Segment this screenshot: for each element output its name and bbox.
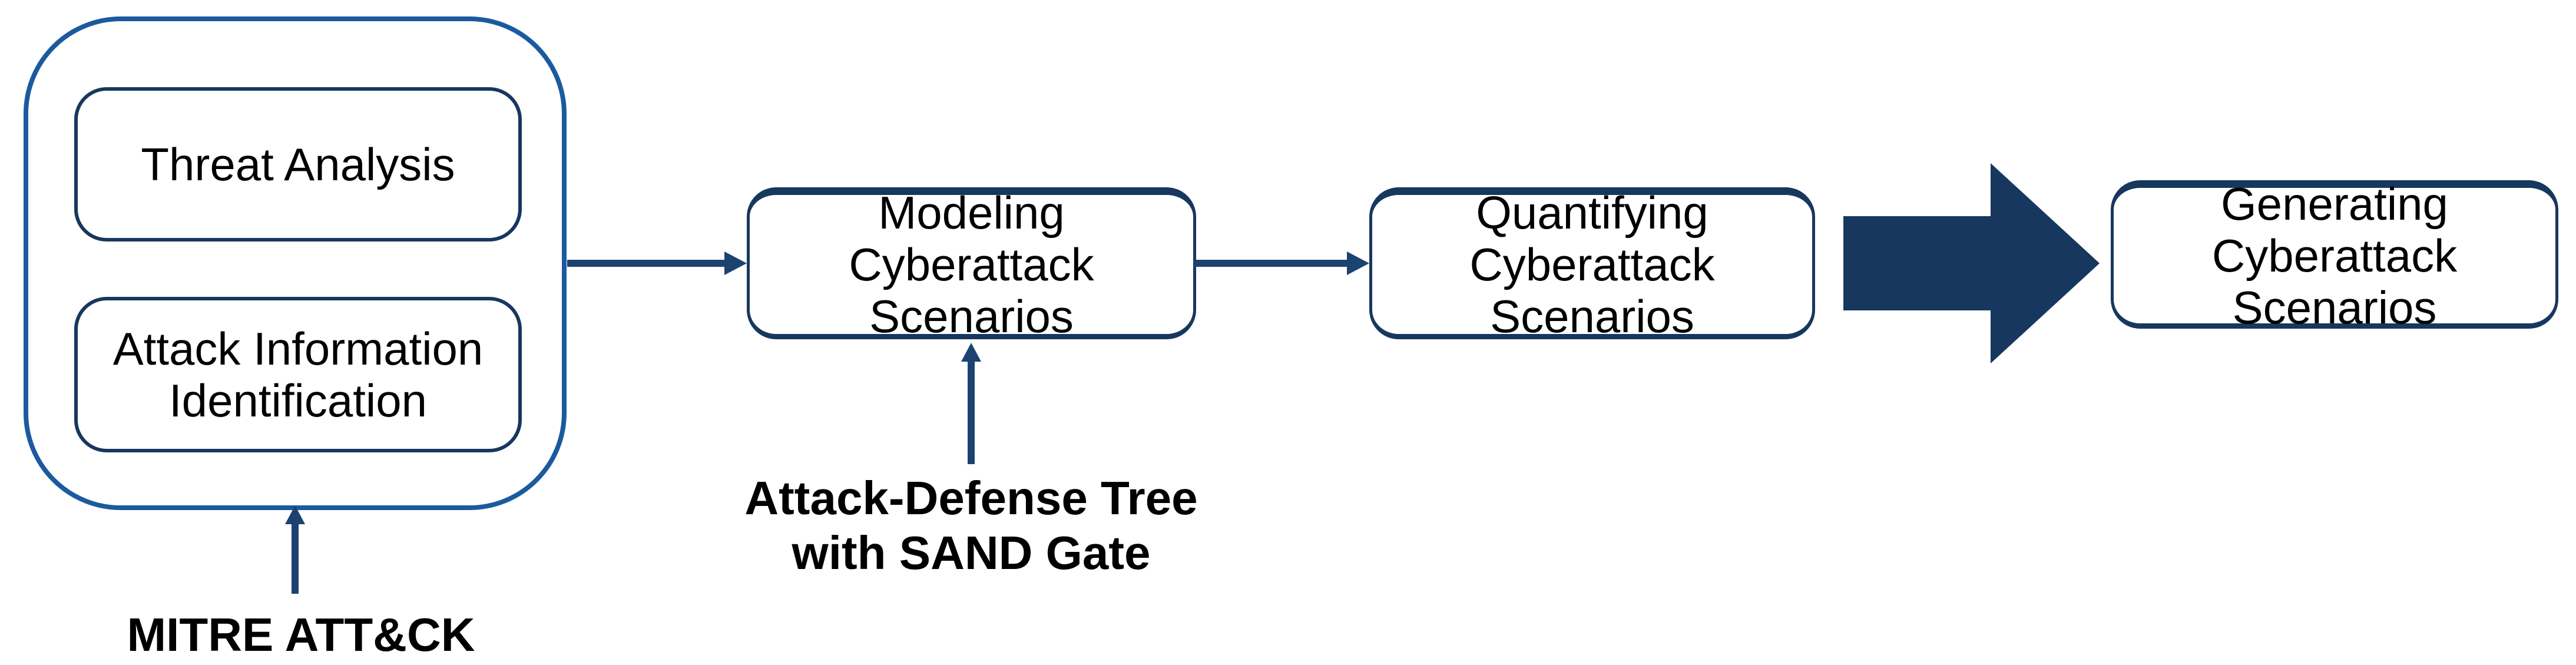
flow-arrow-1-head — [724, 252, 747, 275]
adt-up-arrow-icon — [961, 343, 981, 464]
attack-information-box: Attack Information Identification — [74, 297, 522, 452]
flow-arrow-2-shaft — [1194, 260, 1347, 267]
adt-arrowhead-icon — [961, 343, 981, 362]
flow-arrow-1-shaft — [567, 260, 724, 267]
flow-arrow-1-icon — [567, 252, 747, 275]
threat-analysis-box: Threat Analysis — [74, 87, 522, 241]
modeling-scenarios-box: Modeling Cyberattack Scenarios — [747, 186, 1196, 343]
quantifying-scenarios-box: Quantifying Cyberattack Scenarios — [1369, 186, 1815, 343]
input-group-container: Threat Analysis Attack Information Ident… — [24, 16, 567, 510]
mitre-up-arrow-icon — [285, 505, 305, 594]
attack-information-label: Attack Information Identification — [112, 322, 484, 426]
mitre-arrow-shaft — [292, 523, 299, 594]
block-arrow-icon — [1843, 163, 2100, 363]
quantifying-scenarios-label: Quantifying Cyberattack Scenarios — [1469, 186, 1715, 343]
attack-defense-tree-label: Attack-Defense Tree with SAND Gate — [744, 472, 1198, 579]
flow-arrow-2-icon — [1194, 252, 1369, 275]
adt-arrow-shaft — [968, 360, 975, 464]
block-arrow-bar — [1843, 216, 1991, 310]
generating-scenarios-box: Generating Cyberattack Scenarios — [2111, 178, 2558, 333]
mitre-arrowhead-icon — [285, 505, 305, 524]
mitre-attack-label: MITRE ATT&CK — [127, 608, 475, 661]
generating-scenarios-label: Generating Cyberattack Scenarios — [2211, 177, 2458, 334]
flow-arrow-2-head — [1347, 252, 1369, 275]
block-arrow-tip — [1991, 163, 2100, 363]
modeling-scenarios-label: Modeling Cyberattack Scenarios — [849, 186, 1094, 343]
threat-analysis-label: Threat Analysis — [141, 138, 455, 190]
